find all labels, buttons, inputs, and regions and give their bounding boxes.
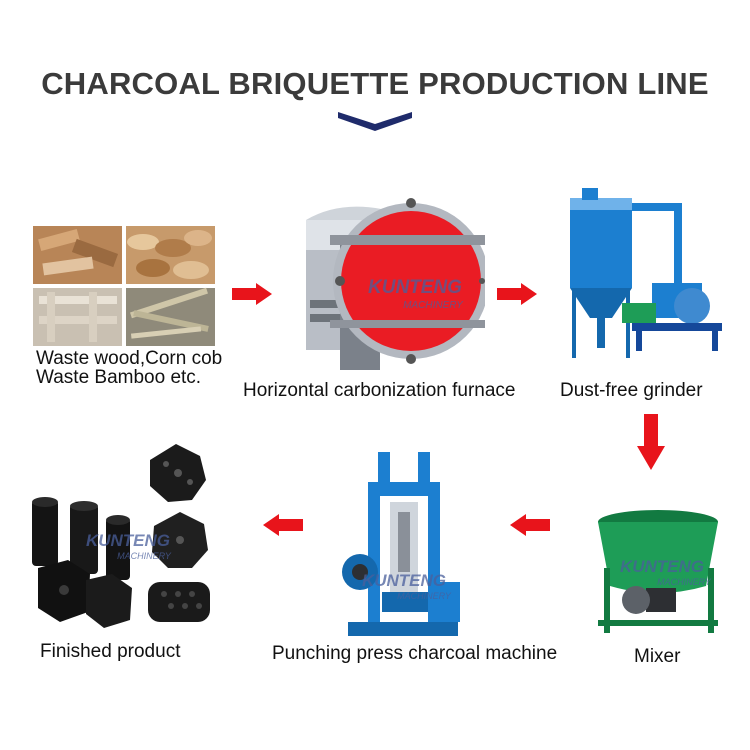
watermark-logo: KUNTENG MACHINERY xyxy=(362,571,452,601)
watermark-logo: KUNTENG MACHINERY xyxy=(86,531,172,561)
finished-product-label: Finished product xyxy=(40,641,181,662)
watermark-logo: KUNTENG MACHINERY xyxy=(368,277,464,311)
watermark-brand: KUNTENG xyxy=(362,571,446,590)
arrow-right-icon xyxy=(232,283,272,305)
raw-materials-label-line1: Waste wood,Corn cob xyxy=(36,348,223,369)
watermark-brand: KUNTENG xyxy=(86,531,170,550)
raw-materials-label-line2: Waste Bamboo etc. xyxy=(36,367,202,388)
carbonization-furnace-label: Horizontal carbonization furnace xyxy=(243,380,516,401)
page-title: CHARCOAL BRIQUETTE PRODUCTION LINE xyxy=(41,66,709,101)
watermark-sub: MACHINERY xyxy=(397,591,452,601)
chevron-down-icon xyxy=(338,112,412,131)
finished-product-image xyxy=(28,440,218,630)
mixer-label: Mixer xyxy=(634,646,681,667)
watermark-sub: MACHINERY xyxy=(117,551,172,561)
dust-free-grinder-image xyxy=(552,188,727,363)
dust-free-grinder-label: Dust-free grinder xyxy=(560,380,703,401)
watermark-brand: KUNTENG xyxy=(368,277,462,298)
carbonization-furnace-image xyxy=(300,180,490,375)
raw-materials-image xyxy=(33,226,215,346)
arrow-left-icon xyxy=(263,514,303,536)
watermark-logo: KUNTENG MACHINERY xyxy=(620,557,712,587)
watermark-sub: MACHINERY xyxy=(403,300,464,311)
arrow-down-icon xyxy=(637,414,665,470)
punching-press-image xyxy=(338,452,468,642)
arrow-left-icon xyxy=(510,514,550,536)
watermark-brand: KUNTENG xyxy=(620,557,704,576)
watermark-sub: MACHINERY xyxy=(657,577,712,587)
mixer-image xyxy=(586,508,731,638)
punching-press-label: Punching press charcoal machine xyxy=(272,643,558,664)
arrow-right-icon xyxy=(497,283,537,305)
raw-materials-label: Waste wood,Corn cob Waste Bamboo etc. xyxy=(36,349,222,387)
